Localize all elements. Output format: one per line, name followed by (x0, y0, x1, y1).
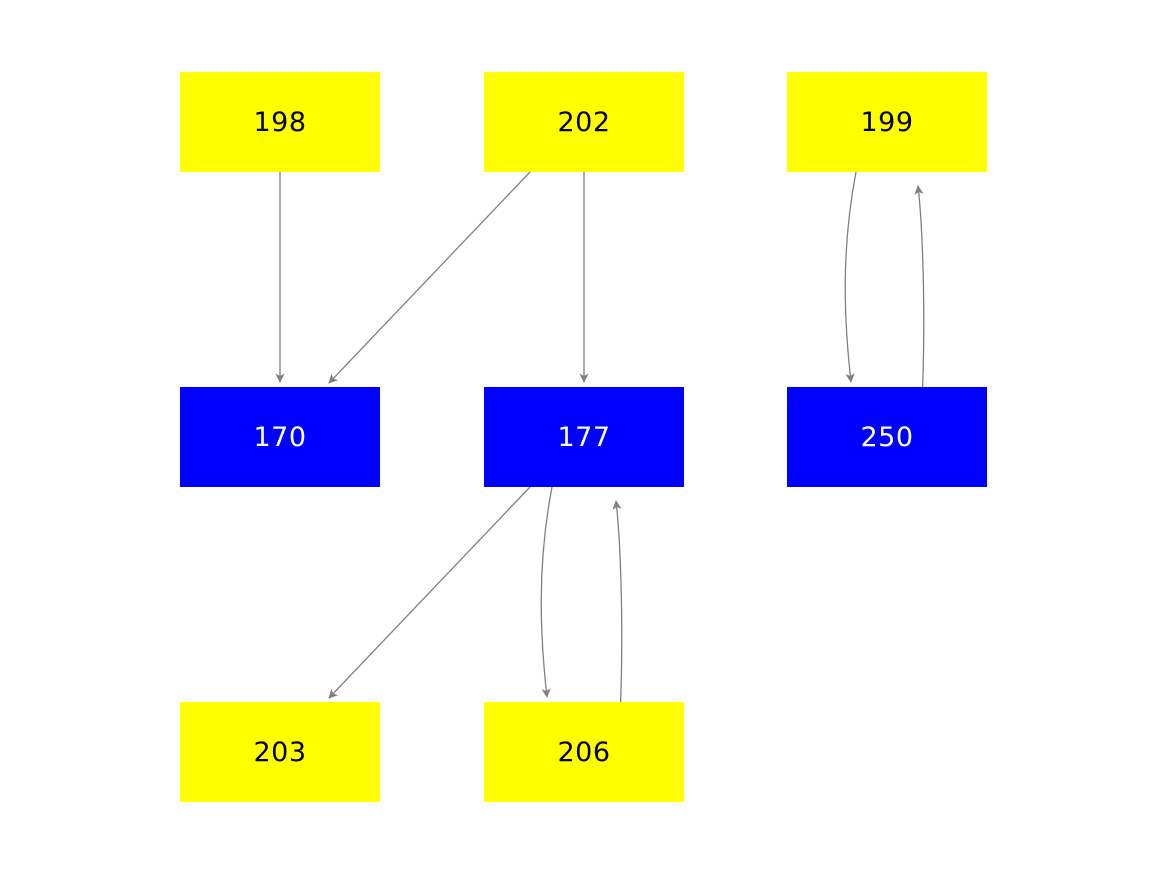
node-label: 206 (557, 736, 611, 768)
node-199[interactable]: 199 (787, 72, 987, 172)
node-label: 202 (557, 106, 611, 138)
node-label: 170 (253, 421, 307, 453)
edge-n177-to-n206 (540, 486, 553, 698)
node-170[interactable]: 170 (180, 387, 380, 487)
edge-n199-to-n250 (844, 171, 857, 383)
node-label: 199 (860, 106, 914, 138)
node-203[interactable]: 203 (180, 702, 380, 802)
node-202[interactable]: 202 (484, 72, 684, 172)
node-label: 177 (557, 421, 611, 453)
node-177[interactable]: 177 (484, 387, 684, 487)
node-198[interactable]: 198 (180, 72, 380, 172)
node-label: 203 (253, 736, 307, 768)
edge-n202-to-n170 (328, 171, 531, 384)
node-label: 250 (860, 421, 914, 453)
node-206[interactable]: 206 (484, 702, 684, 802)
node-label: 198 (253, 106, 307, 138)
node-250[interactable]: 250 (787, 387, 987, 487)
edge-n177-to-n203 (328, 486, 531, 699)
